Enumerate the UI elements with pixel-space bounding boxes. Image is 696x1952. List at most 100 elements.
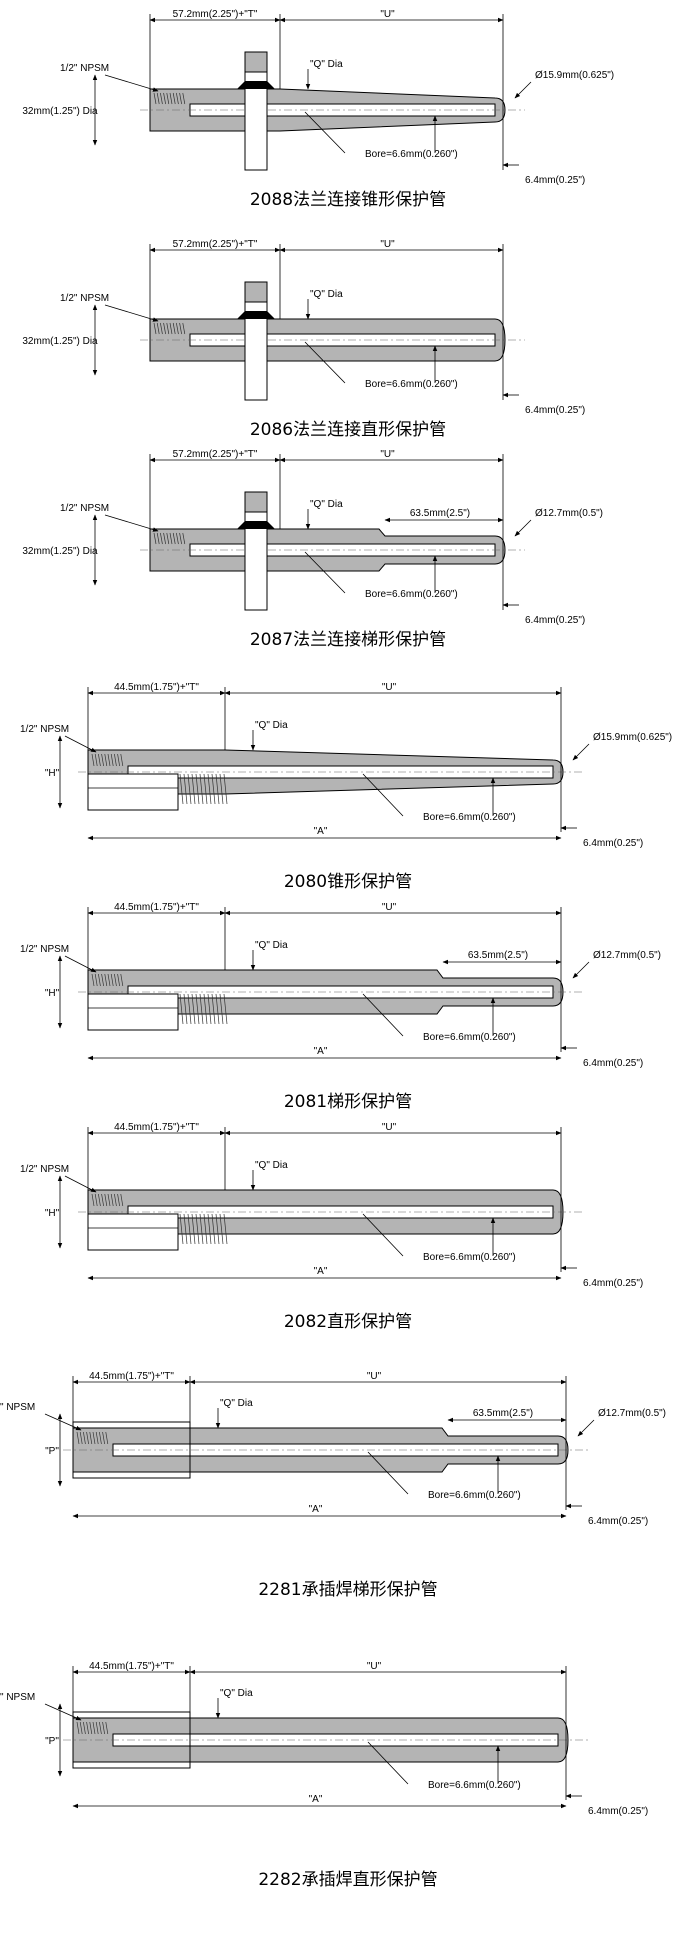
npsm-thread — [153, 92, 186, 105]
npsm-label: " NPSM — [0, 1692, 35, 1703]
h-label: "H" — [45, 1208, 60, 1219]
end-wall-label: 6.4mm(0.25") — [588, 1806, 648, 1817]
outer-dia-label: 32mm(1.25") Dia — [22, 546, 98, 557]
u-label: "U" — [367, 1661, 382, 1672]
u-label: "U" — [380, 449, 395, 460]
npsm-label: 1/2" NPSM — [60, 63, 109, 74]
panel-caption: 2082直形保护管 — [284, 1312, 412, 1332]
bore-label: Bore=6.6mm(0.260") — [365, 149, 458, 160]
bore-leader — [362, 1213, 404, 1257]
outer-dia-label: 32mm(1.25") Dia — [22, 106, 98, 117]
weld-bead — [237, 81, 275, 89]
bore-leader — [362, 993, 404, 1037]
bore-leader — [367, 1741, 409, 1785]
hex-nut — [87, 773, 179, 811]
end-wall-label: 6.4mm(0.25") — [583, 1278, 643, 1289]
panel-caption: 2086法兰连接直形保护管 — [250, 420, 446, 440]
a-label: "A" — [314, 826, 328, 837]
t-label: 44.5mm(1.75")+"T" — [114, 682, 199, 693]
npsm-label: 1/2" NPSM — [60, 293, 109, 304]
h-label: "H" — [45, 768, 60, 779]
a-label: "A" — [309, 1504, 323, 1515]
end-wall-label: 6.4mm(0.25") — [588, 1516, 648, 1527]
flange-weld — [244, 51, 268, 73]
t-label: 57.2mm(2.25")+"T" — [173, 239, 258, 250]
panel-caption: 2282承插焊直形保护管 — [258, 1870, 437, 1890]
q-dia-label: "Q" Dia — [220, 1688, 253, 1699]
npsm-label: 1/2" NPSM — [20, 724, 69, 735]
end-wall-label: 6.4mm(0.25") — [525, 175, 585, 186]
npsm-label: 1/2" NPSM — [20, 1164, 69, 1175]
end-wall-label: 6.4mm(0.25") — [525, 615, 585, 626]
process-thread — [179, 773, 228, 805]
bore-leader — [304, 551, 346, 594]
socket-weld-end — [72, 1421, 191, 1479]
panel-caption: 2081梯形保护管 — [284, 1092, 412, 1112]
npsm-leader — [44, 1703, 82, 1721]
tip-dia-leader — [514, 519, 532, 537]
u-label: "U" — [380, 9, 395, 20]
socket-weld-end — [72, 1711, 191, 1769]
h-label: "H" — [45, 988, 60, 999]
npsm-leader — [104, 514, 159, 532]
u-label: "U" — [382, 1122, 397, 1133]
t-label: 57.2mm(2.25")+"T" — [173, 449, 258, 460]
flange-weld — [244, 491, 268, 513]
t-label: 44.5mm(1.75")+"T" — [89, 1661, 174, 1672]
a-label: "A" — [309, 1794, 323, 1805]
process-thread — [179, 993, 228, 1025]
bore-label: Bore=6.6mm(0.260") — [365, 379, 458, 390]
tip-dia-leader — [572, 961, 590, 979]
t-label: 57.2mm(2.25")+"T" — [173, 9, 258, 20]
step-label: 63.5mm(2.5") — [468, 950, 528, 961]
outer-dia-label: 32mm(1.25") Dia — [22, 336, 98, 347]
p-label: "P" — [45, 1736, 59, 1747]
flange-weld — [244, 281, 268, 303]
u-label: "U" — [382, 902, 397, 913]
bore-leader — [304, 111, 346, 154]
panel-caption: 2080锥形保护管 — [284, 872, 412, 892]
bore-leader — [362, 773, 404, 817]
q-dia-label: "Q" Dia — [255, 1160, 288, 1171]
panel-2281: 44.5mm(1.75")+"T""U""Q" Dia" NPSM"P"63.5… — [0, 1371, 666, 1600]
panel-2282: 44.5mm(1.75")+"T""U""Q" Dia" NPSM"P"Bore… — [0, 1661, 648, 1890]
npsm-label: 1/2" NPSM — [20, 944, 69, 955]
tip-dia-label: Ø12.7mm(0.5") — [593, 950, 661, 961]
bore-label: Bore=6.6mm(0.260") — [428, 1490, 521, 1501]
q-dia-label: "Q" Dia — [255, 940, 288, 951]
npsm-leader — [104, 304, 159, 322]
npsm-leader — [64, 1175, 97, 1193]
npsm-thread — [76, 1431, 109, 1445]
tip-dia-label: Ø12.7mm(0.5") — [535, 508, 603, 519]
end-wall-label: 6.4mm(0.25") — [583, 838, 643, 849]
bore-leader — [367, 1451, 409, 1495]
weld-bead — [237, 521, 275, 529]
npsm-label: " NPSM — [0, 1402, 35, 1413]
panel-caption: 2087法兰连接梯形保护管 — [250, 630, 446, 650]
npsm-thread — [91, 753, 124, 767]
hex-nut — [87, 1213, 179, 1251]
bore-label: Bore=6.6mm(0.260") — [423, 1252, 516, 1263]
end-wall-label: 6.4mm(0.25") — [525, 405, 585, 416]
a-label: "A" — [314, 1266, 328, 1277]
u-label: "U" — [367, 1371, 382, 1382]
q-dia-label: "Q" Dia — [310, 289, 343, 300]
npsm-thread — [76, 1721, 109, 1735]
npsm-leader — [64, 735, 97, 753]
npsm-thread — [153, 532, 186, 545]
npsm-leader — [44, 1413, 82, 1431]
bore-label: Bore=6.6mm(0.260") — [423, 812, 516, 823]
tip-dia-leader — [572, 743, 590, 761]
npsm-thread — [153, 322, 186, 335]
npsm-label: 1/2" NPSM — [60, 503, 109, 514]
process-thread — [179, 1213, 228, 1245]
q-dia-label: "Q" Dia — [255, 720, 288, 731]
npsm-leader — [104, 74, 159, 92]
